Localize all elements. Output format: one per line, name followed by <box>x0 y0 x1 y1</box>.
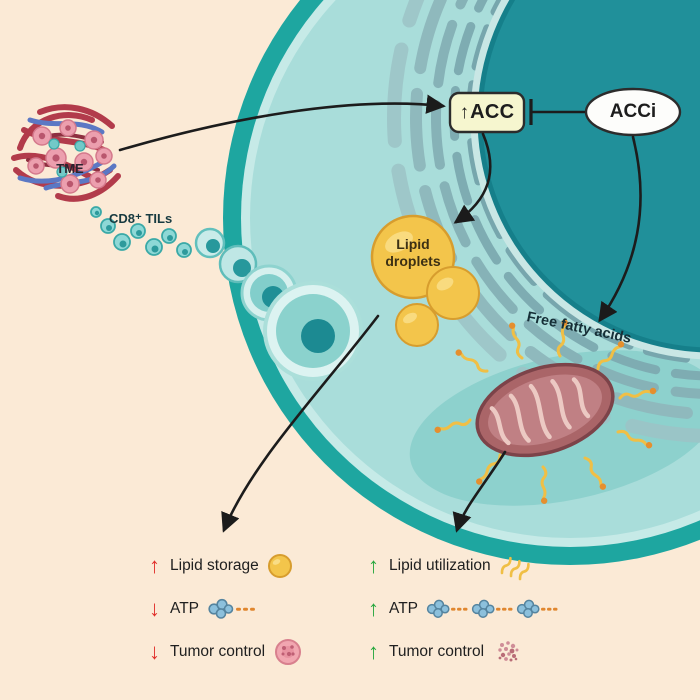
arrow-acc-to-droplets <box>453 132 492 224</box>
arrow-acci-to-fatty-acids <box>598 135 642 323</box>
arrow-tme-to-acc <box>118 94 446 152</box>
tumor-cell-icon <box>275 639 302 665</box>
acc-node <box>448 91 526 134</box>
outcome-row-tumor-control-up: ↑ Tumor control <box>366 636 522 668</box>
atp-molecule-icon <box>208 598 255 619</box>
acc-label: ↑ ACC <box>459 101 515 123</box>
cristae <box>489 377 591 446</box>
lipid-droplet-icon <box>267 554 292 578</box>
mitochondrion <box>475 362 615 458</box>
fatty-acid-squiggles-icon <box>500 556 530 581</box>
increase-arrow: ↑ <box>368 553 379 578</box>
inhibition-line <box>529 99 585 125</box>
lipid-droplets <box>370 214 480 347</box>
outcome-row-lipid-storage: ↑ Lipid storage <box>147 550 293 582</box>
outcome-row-atp-up: ↑ ATP <box>366 593 558 625</box>
outcome-row-tumor-control-down: ↓ Tumor control <box>147 636 303 668</box>
cd8-tils-label: CD8⁺ TILs <box>109 211 173 226</box>
arrow-mito-to-outcomes <box>452 450 507 533</box>
tumor-speckled-icon <box>498 641 519 662</box>
lipid-droplets-label: Lipid droplets <box>385 236 441 269</box>
arrow-droplets-to-outcomes <box>221 314 380 533</box>
decrease-arrow: ↓ <box>149 596 160 621</box>
tumor-microenvironment <box>11 104 121 202</box>
increase-arrow: ↑ <box>149 553 160 578</box>
atp-molecules-icon <box>426 599 558 618</box>
increase-arrow: ↑ <box>368 596 379 621</box>
acci-node <box>584 87 682 137</box>
decrease-arrow: ↓ <box>149 639 160 664</box>
cd8-til-trail <box>90 206 363 381</box>
increase-arrow: ↑ <box>368 639 379 664</box>
outcome-row-atp-down: ↓ ATP <box>147 593 259 625</box>
up-arrow-glyph: ↑ <box>459 101 470 123</box>
acci-label: ACCi <box>609 101 657 122</box>
tme-label: TME <box>56 161 84 176</box>
outcome-row-lipid-utilization: ↑ Lipid utilization <box>366 550 537 582</box>
